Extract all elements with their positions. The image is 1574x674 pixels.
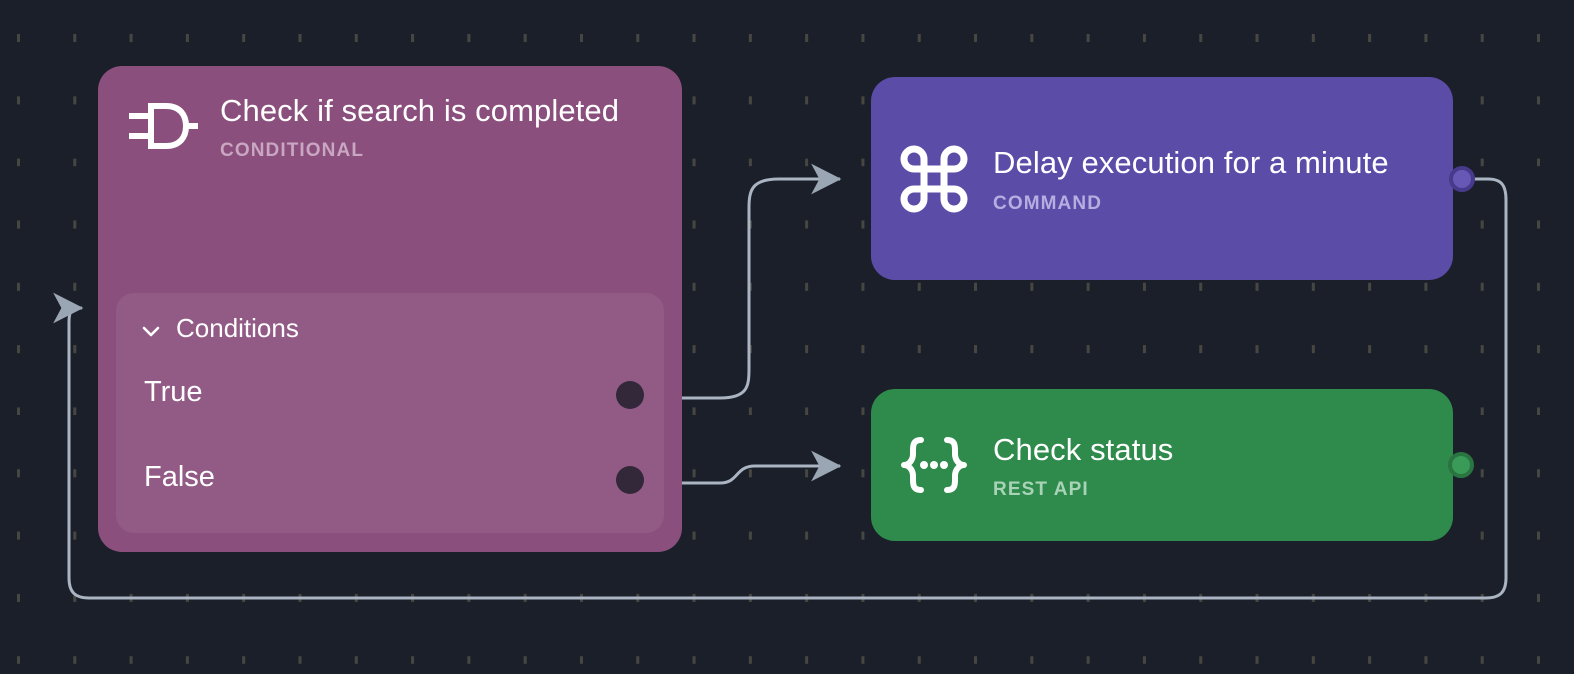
node-conditional-title: Check if search is completed	[220, 93, 620, 128]
node-command-type: COMMAND	[993, 192, 1103, 214]
node-rest-title: Check status	[993, 431, 1174, 467]
command-key-icon	[897, 145, 971, 213]
node-command-title: Delay execution for a minute	[993, 145, 1389, 181]
condition-label-true: True	[144, 376, 203, 408]
condition-label-false: False	[144, 461, 215, 493]
node-rest-titles: Check status REST API	[993, 429, 1173, 501]
node-command[interactable]: Delay execution for a minute COMMAND	[871, 77, 1453, 280]
node-command-titles: Delay execution for a minute COMMAND	[993, 142, 1389, 214]
node-command-header: Delay execution for a minute COMMAND	[871, 142, 1453, 214]
node-rest-type: REST API	[993, 479, 1089, 501]
logic-gate-icon	[124, 98, 198, 154]
node-rest-header: Check status REST API	[871, 429, 1453, 501]
chevron-down-icon[interactable]	[140, 318, 162, 340]
condition-row-true[interactable]: True	[144, 376, 203, 409]
output-port-command[interactable]	[1449, 166, 1475, 192]
node-conditional-titles: Check if search is completed CONDITIONAL	[220, 90, 619, 162]
node-rest[interactable]: Check status REST API	[871, 389, 1453, 541]
json-braces-icon	[897, 434, 971, 496]
conditions-panel[interactable]: Conditions True False	[116, 293, 664, 533]
conditions-header[interactable]: Conditions	[140, 313, 640, 344]
output-port-true[interactable]	[616, 381, 644, 409]
node-conditional-type: CONDITIONAL	[220, 140, 365, 162]
node-conditional[interactable]: Check if search is completed CONDITIONAL…	[98, 66, 682, 552]
condition-row-false[interactable]: False	[144, 461, 215, 494]
output-port-false[interactable]	[616, 466, 644, 494]
output-port-rest[interactable]	[1448, 452, 1474, 478]
conditions-header-label: Conditions	[176, 313, 299, 343]
node-conditional-header: Check if search is completed CONDITIONAL	[98, 66, 682, 162]
